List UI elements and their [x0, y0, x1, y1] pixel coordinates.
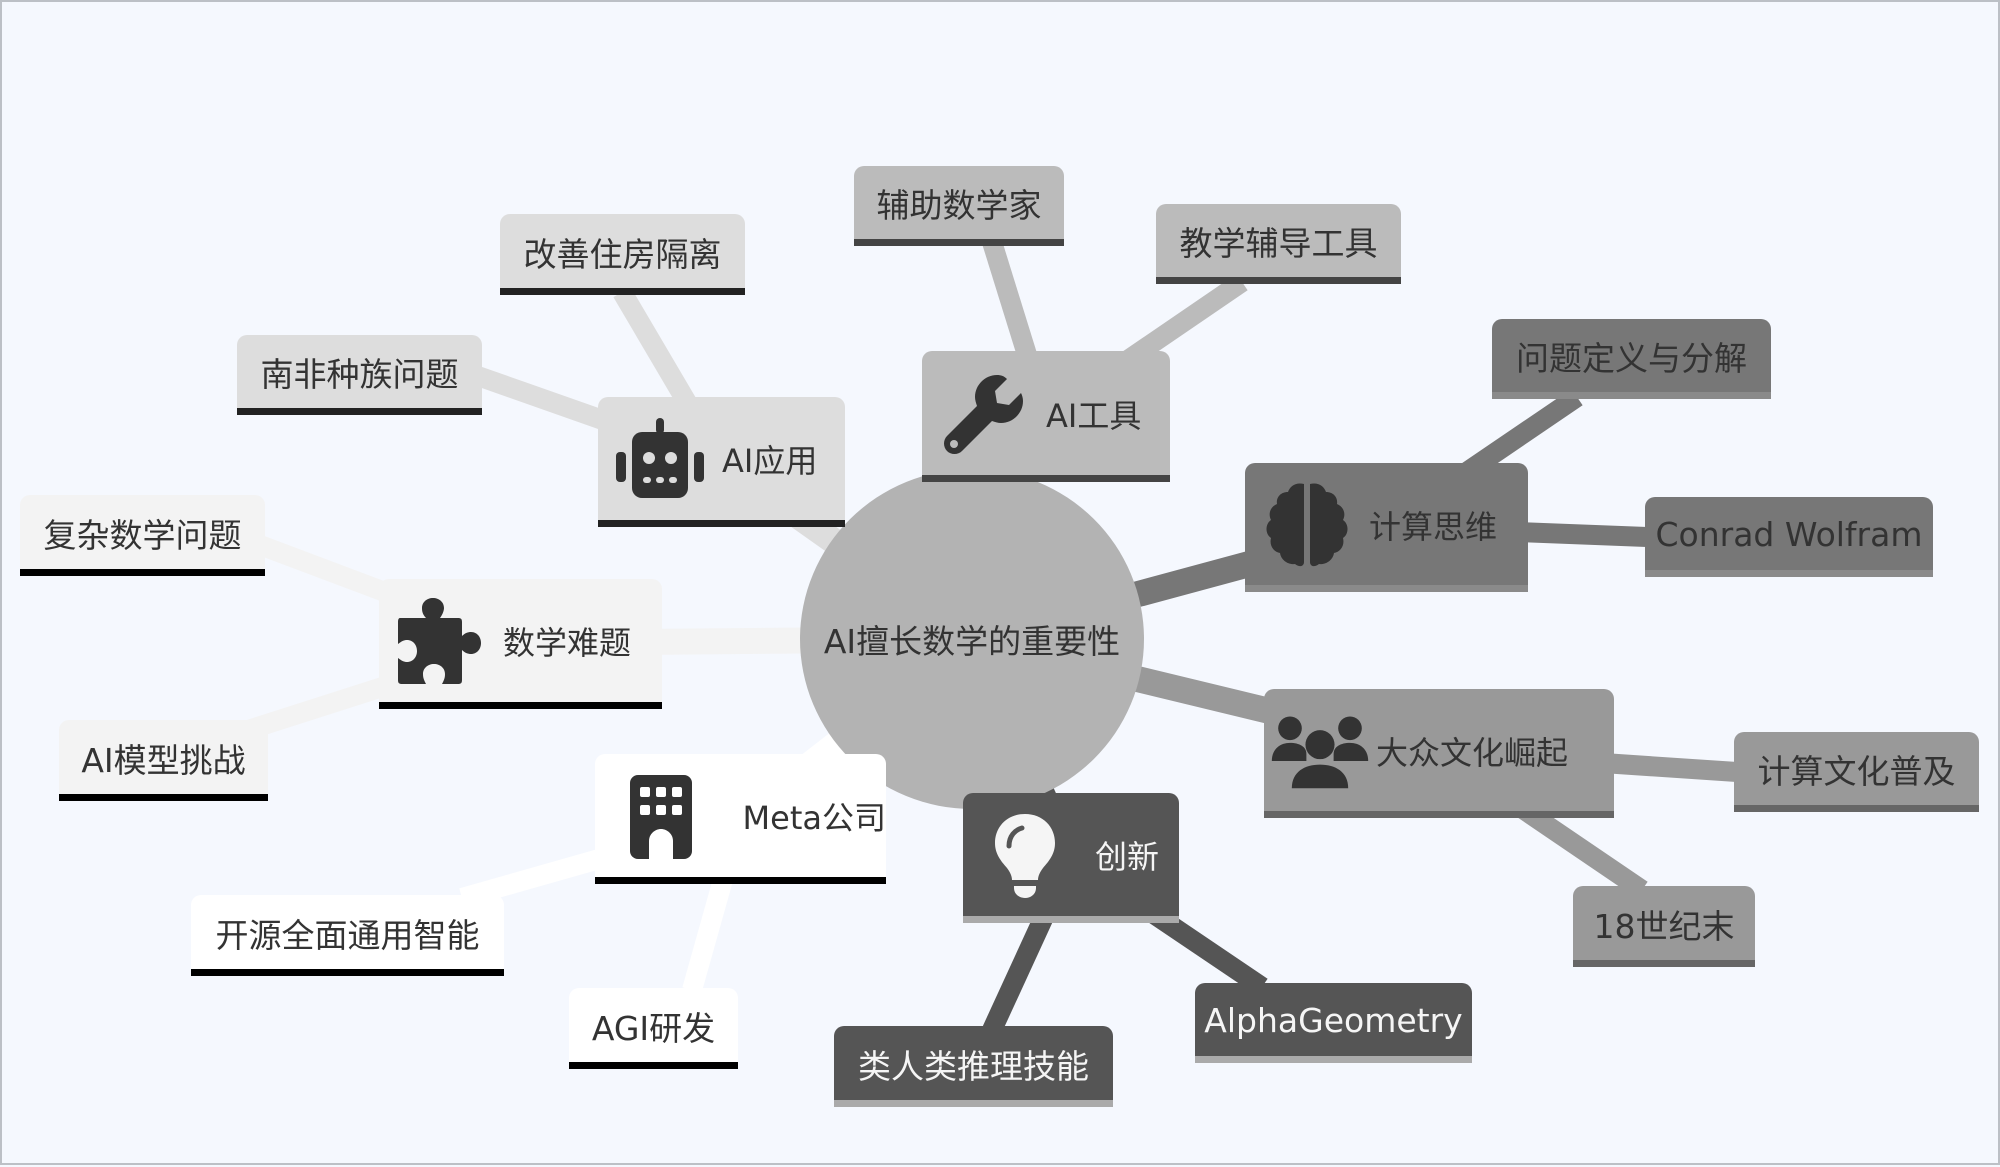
leaf-node[interactable]: 复杂数学问题 — [20, 495, 265, 576]
underline — [854, 239, 1064, 246]
leaf-node[interactable]: 计算文化普及 — [1734, 732, 1979, 812]
branch-math-problems[interactable]: 数学难题 — [379, 579, 662, 709]
underline — [1195, 1056, 1472, 1063]
underline — [963, 916, 1179, 923]
leaf-label: 辅助数学家 — [876, 186, 1042, 225]
leaf-label: 18世纪末 — [1593, 906, 1735, 946]
leaf-node[interactable]: 问题定义与分解 — [1492, 319, 1771, 399]
leaf-label: AlphaGeometry — [1204, 1000, 1463, 1040]
leaf-node[interactable]: 18世纪末 — [1573, 886, 1755, 967]
leaf-node[interactable]: 教学辅导工具 — [1156, 204, 1401, 284]
branch-label: AI工具 — [1046, 396, 1142, 435]
central-topic-label: AI擅长数学的重要性 — [823, 622, 1121, 661]
branch-label: 数学难题 — [503, 624, 632, 662]
users-icon — [1270, 701, 1370, 801]
underline — [379, 702, 662, 709]
leaf-label: 改善住房隔离 — [523, 234, 722, 274]
underline — [569, 1062, 738, 1069]
lightbulb-icon — [975, 805, 1075, 905]
branch-ai-app[interactable]: AI应用 — [598, 397, 845, 527]
leaf-node[interactable]: 南非种族问题 — [237, 335, 482, 415]
robot-icon — [610, 409, 710, 509]
leaf-label: 开源全面通用智能 — [215, 915, 480, 955]
leaf-node[interactable]: AGI研发 — [569, 988, 738, 1069]
branch-computational-thinking[interactable]: 计算思维 — [1245, 463, 1528, 592]
underline — [1264, 811, 1614, 818]
underline — [1645, 570, 1933, 577]
underline — [59, 794, 268, 801]
leaf-label: AGI研发 — [591, 1008, 716, 1048]
underline — [595, 877, 886, 884]
underline — [1734, 805, 1979, 812]
central-topic[interactable]: AI擅长数学的重要性 — [800, 469, 1144, 809]
leaf-node[interactable]: 改善住房隔离 — [500, 214, 745, 295]
branch-label: 大众文化崛起 — [1376, 733, 1569, 772]
branch-pop-culture[interactable]: 大众文化崛起 — [1264, 689, 1614, 818]
underline — [20, 569, 265, 576]
leaf-label: 计算文化普及 — [1757, 752, 1956, 791]
underline — [1573, 960, 1755, 967]
branch-innovation[interactable]: 创新 — [963, 793, 1179, 923]
wrench-icon — [934, 364, 1034, 464]
leaf-label: 南非种族问题 — [260, 355, 459, 394]
branch-label: 计算思维 — [1369, 507, 1498, 546]
leaf-label: Conrad Wolfram — [1655, 514, 1923, 554]
leaf-node[interactable]: 类人类推理技能 — [834, 1026, 1113, 1107]
branch-label: 创新 — [1095, 838, 1160, 876]
underline — [237, 408, 482, 415]
leaf-node[interactable]: AlphaGeometry — [1195, 983, 1472, 1063]
underline — [598, 520, 845, 527]
puzzle-icon — [387, 591, 487, 691]
brain-icon — [1257, 475, 1357, 575]
leaf-node[interactable]: Conrad Wolfram — [1645, 497, 1933, 577]
leaf-label: 复杂数学问题 — [43, 515, 242, 555]
underline — [834, 1100, 1113, 1107]
leaf-label: 类人类推理技能 — [858, 1046, 1089, 1086]
leaf-label: 教学辅导工具 — [1179, 224, 1378, 263]
branch-meta[interactable]: Meta公司 — [595, 754, 886, 884]
building-icon — [615, 766, 707, 866]
leaf-label: AI模型挑战 — [81, 740, 246, 780]
leaf-node[interactable]: AI模型挑战 — [59, 720, 268, 801]
leaf-node[interactable]: 辅助数学家 — [854, 166, 1064, 246]
leaf-node[interactable]: 开源全面通用智能 — [191, 895, 504, 976]
branch-ai-tools[interactable]: AI工具 — [922, 351, 1170, 482]
underline — [1492, 392, 1771, 399]
underline — [500, 288, 745, 295]
underline — [1156, 277, 1401, 284]
branch-label: Meta公司 — [742, 799, 886, 837]
underline — [922, 475, 1170, 482]
underline — [191, 969, 504, 976]
branch-label: AI应用 — [722, 442, 818, 480]
underline — [1245, 585, 1528, 592]
leaf-label: 问题定义与分解 — [1516, 339, 1747, 378]
